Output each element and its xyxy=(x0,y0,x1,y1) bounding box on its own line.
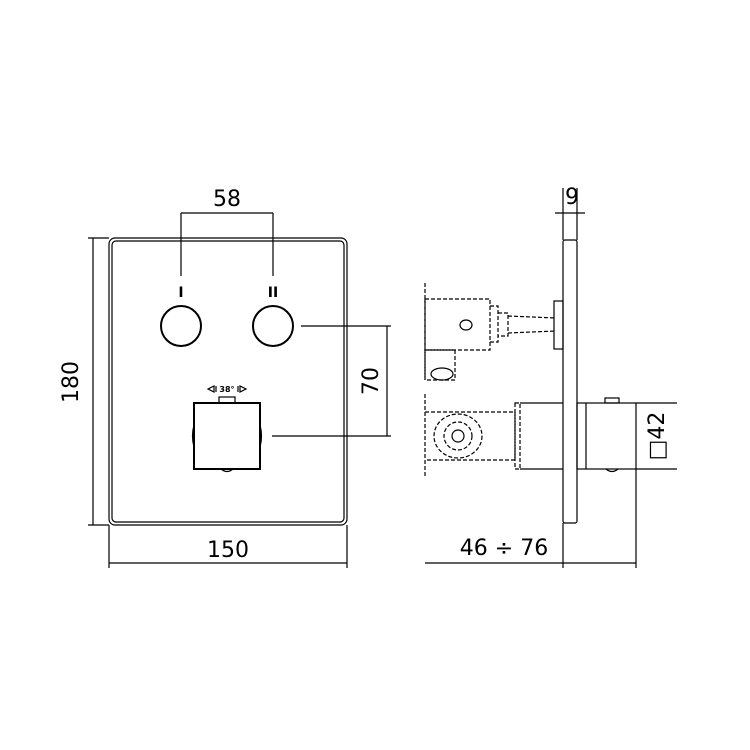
cover-plate xyxy=(108,237,348,526)
dim-thickness-label: 9 xyxy=(565,185,579,210)
dim-handle-label: □42 xyxy=(645,412,670,461)
rotation-label: 38° xyxy=(219,385,234,394)
thermostatic-knob: 38° xyxy=(191,385,263,473)
diverter-body xyxy=(424,283,564,381)
dim-height-label: 180 xyxy=(59,361,84,403)
side-view: 9 □42 xyxy=(424,185,677,568)
push-button-1 xyxy=(160,305,202,347)
dim-spacing-label: 58 xyxy=(213,187,241,212)
dim-offset-label: 70 xyxy=(359,367,384,395)
dimension-height: 180 xyxy=(59,237,109,526)
front-view: 180 150 58 I II 70 xyxy=(59,187,391,568)
dimension-button-spacing: 58 xyxy=(180,187,274,276)
rotate-right-arrow-icon xyxy=(237,385,248,393)
button-2-label: II xyxy=(268,285,278,301)
button-1-label: I xyxy=(178,285,183,301)
dimension-vertical-offset: 70 xyxy=(272,325,391,437)
dim-depth-label: 46 ÷ 76 xyxy=(460,536,548,561)
dimension-width: 150 xyxy=(108,525,348,568)
rotate-left-arrow-icon xyxy=(206,385,217,393)
plate-side xyxy=(562,239,578,524)
thermostat-body: □42 xyxy=(424,394,677,568)
push-button-2 xyxy=(252,305,294,347)
dim-width-label: 150 xyxy=(207,538,249,563)
